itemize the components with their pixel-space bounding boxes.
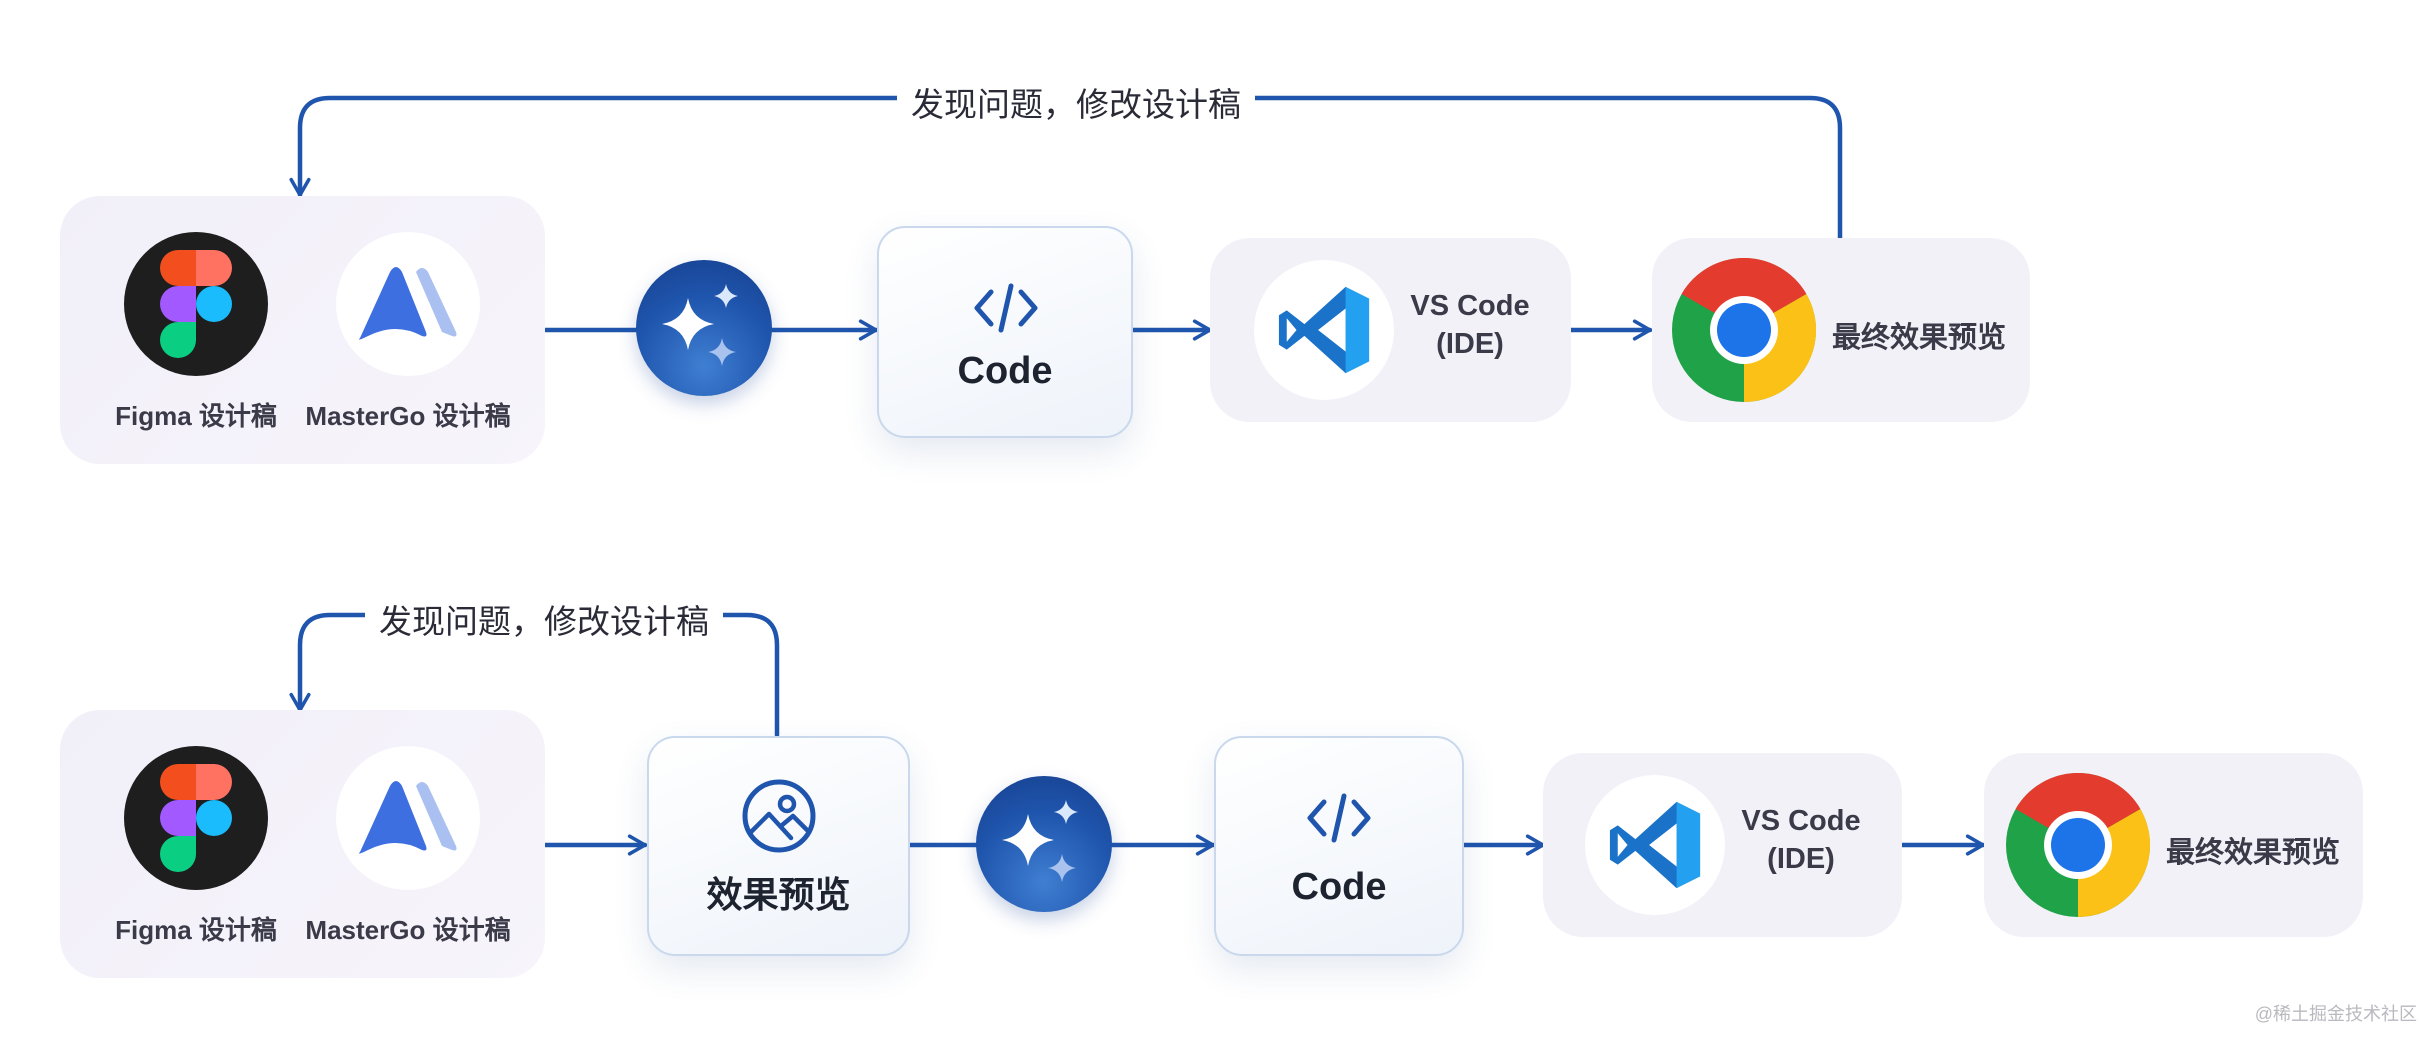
flow2-design-group: Figma 设计稿 MasterGo 设计稿: [60, 710, 545, 978]
flow1-code-node: Code: [877, 226, 1133, 438]
vscode-icon: [1254, 260, 1394, 400]
figma-icon: [124, 232, 268, 376]
watermark: @稀土掘金技术社区: [2254, 1004, 2417, 1024]
vscode-icon: [1585, 775, 1725, 915]
mastergo-icon: [336, 746, 480, 890]
ai-sparkle-icon: [1002, 800, 1078, 882]
figma-icon: [124, 746, 268, 890]
flow2-code-node: Code: [1214, 736, 1464, 956]
chrome-label: 最终效果预览: [2166, 837, 2341, 869]
mastergo-icon: [336, 232, 480, 376]
vscode-label-line1: VS Code: [1410, 290, 1530, 322]
flow2-vscode-node: VS Code (IDE): [1543, 753, 1902, 937]
flow1-ai-sparkle-button[interactable]: [636, 260, 772, 396]
vscode-label-line1: VS Code: [1741, 805, 1861, 837]
mastergo-label: MasterGo 设计稿: [305, 915, 511, 945]
figma-label: Figma 设计稿: [115, 915, 277, 945]
chrome-icon: [2006, 773, 2150, 917]
flow2-ai-sparkle-button[interactable]: [976, 776, 1112, 912]
code-label: Code: [957, 350, 1053, 392]
figma-label: Figma 设计稿: [115, 401, 277, 431]
flow1-vscode-node: VS Code (IDE): [1210, 238, 1571, 422]
flow2-loop-label: 发现问题，修改设计稿: [365, 595, 723, 643]
image-preview-icon: [742, 779, 816, 853]
code-label: Code: [1291, 866, 1387, 908]
mastergo-label: MasterGo 设计稿: [305, 401, 511, 431]
code-brackets-icon: [974, 283, 1038, 333]
code-brackets-icon: [1307, 793, 1371, 843]
vscode-label-line2: (IDE): [1436, 328, 1504, 360]
ai-sparkle-icon: [662, 284, 738, 366]
effect-preview-label: 效果预览: [706, 874, 851, 915]
flow2-chrome-node: 最终效果预览: [1984, 753, 2363, 937]
flow2-effect-preview-node: 效果预览: [647, 736, 910, 956]
flow1-loop-label: 发现问题，修改设计稿: [897, 78, 1255, 126]
chrome-label: 最终效果预览: [1832, 322, 2007, 354]
flow1-chrome-node: 最终效果预览: [1652, 238, 2030, 422]
vscode-label-line2: (IDE): [1767, 843, 1835, 875]
chrome-icon: [1672, 258, 1816, 402]
flow1-design-group: Figma 设计稿 MasterGo 设计稿: [60, 196, 545, 464]
